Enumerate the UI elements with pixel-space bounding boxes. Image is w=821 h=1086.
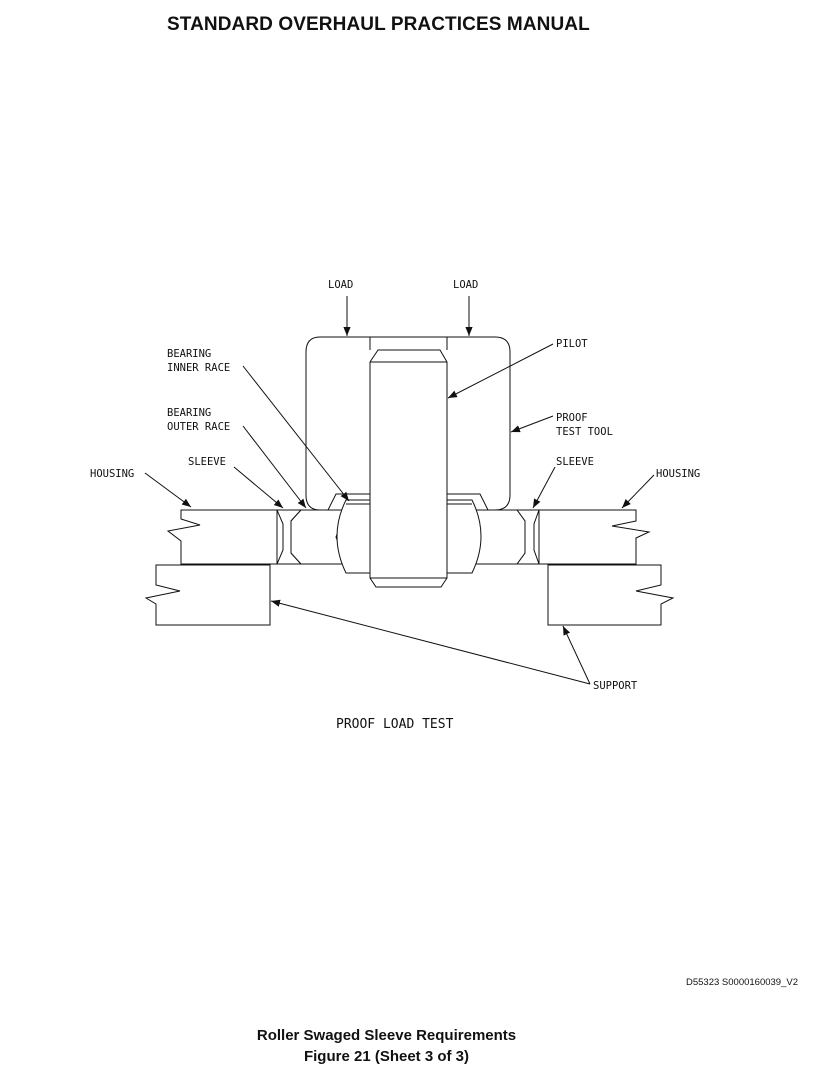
support-right-leader: [562, 625, 591, 685]
label-housing-left: HOUSING: [90, 468, 134, 480]
label-load-right: LOAD: [453, 279, 478, 291]
support-left: [144, 564, 271, 626]
sleeve-left-leader: [233, 466, 284, 509]
label-bearing-outer-race-1: BEARING: [167, 407, 211, 419]
housing-right-leader: [621, 474, 655, 509]
page-title: STANDARD OVERHAUL PRACTICES MANUAL: [167, 14, 590, 35]
label-load-left: LOAD: [328, 279, 353, 291]
label-sleeve-right: SLEEVE: [556, 456, 594, 468]
label-bearing-inner-race-1: BEARING: [167, 348, 211, 360]
label-support: SUPPORT: [593, 680, 638, 692]
housing-right: [538, 509, 651, 565]
outer-race-leader: [242, 425, 307, 509]
label-bearing-inner-race-2: INNER RACE: [167, 362, 230, 374]
label-bearing-outer-race-2: OUTER RACE: [167, 421, 230, 433]
support-left-leader: [270, 599, 591, 685]
housing-left-leader: [144, 472, 192, 508]
label-proof-test-tool-2: TEST TOOL: [556, 426, 613, 438]
figure-number: Figure 21 (Sheet 3 of 3): [303, 1048, 470, 1065]
pilot: [369, 349, 448, 588]
proof-tool-leader: [510, 415, 554, 433]
diagram-caption: PROOF LOAD TEST: [336, 717, 454, 732]
support-right: [547, 564, 675, 626]
label-sleeve-left: SLEEVE: [188, 456, 226, 468]
document-id: D55323 S0000160039_V2: [686, 977, 798, 988]
housing-left: [166, 509, 278, 565]
label-proof-test-tool-1: PROOF: [556, 412, 588, 424]
inner-race-leader: [242, 365, 350, 502]
sleeve-right-leader: [532, 466, 556, 509]
pilot-leader: [447, 343, 554, 399]
label-pilot: PILOT: [556, 338, 588, 350]
figure-title: Roller Swaged Sleeve Requirements: [256, 1027, 517, 1044]
figure-caption: Roller Swaged Sleeve Requirements Figure…: [0, 1025, 773, 1067]
label-housing-right: HOUSING: [656, 468, 700, 480]
